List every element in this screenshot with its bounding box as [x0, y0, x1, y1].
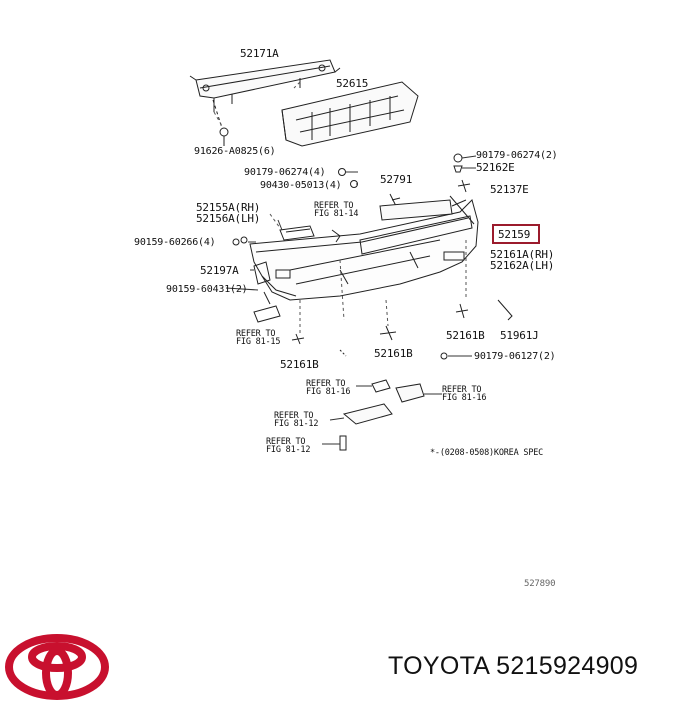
part-number-52159-highlighted: 52159	[498, 228, 531, 241]
refer-fig-81-15-line2: FIG 81-15	[236, 337, 281, 347]
part-number-90159-60431: 90159-60431(2)	[166, 284, 248, 295]
bolt-91626-part	[219, 127, 229, 146]
label-leaders	[225, 155, 477, 445]
screw-parts-left	[232, 229, 341, 246]
part-number-52161b-center: 52161B	[374, 347, 413, 360]
part-number-52791: 52791	[380, 173, 413, 186]
refer-fig-81-12-upper-line1: REFER TO	[274, 411, 314, 421]
bumper-cover-part	[249, 195, 479, 301]
catalog-code: 527890	[524, 579, 556, 589]
part-number-52161b-left: 52161B	[280, 358, 319, 371]
part-number-52155a: 52155A(RH)	[196, 201, 261, 214]
product-title: TOYOTA 5215924909	[388, 652, 639, 680]
side-spacer-part	[279, 225, 315, 241]
refer-fig-81-12-upper-line2: FIG 81-12	[274, 419, 319, 429]
refer-fig-81-16-right-line1: REFER TO	[442, 385, 482, 395]
refer-fig-81-16-left-line1: REFER TO	[306, 379, 346, 389]
refer-fig-81-14-line2: FIG 81-14	[314, 209, 359, 219]
part-number-51961j: 51961J	[500, 329, 539, 342]
part-number-90179-06127: 90179-06127(2)	[474, 351, 556, 362]
reflector-lamp-parts	[339, 379, 425, 451]
refer-fig-81-16-right-line2: FIG 81-16	[442, 393, 487, 403]
refer-fig-81-12-lower-line1: REFER TO	[266, 437, 306, 447]
energy-absorber-part	[281, 81, 419, 147]
refer-fig-81-12-lower-line2: FIG 81-12	[266, 445, 311, 455]
part-number-52137e: 52137E	[490, 183, 529, 196]
part-number-90179-left: 90179-06274(4)	[244, 167, 326, 178]
part-number-52161b-right: 52161B	[446, 329, 485, 342]
toyota-logo-icon	[5, 634, 109, 700]
part-number-52162e: 52162E	[476, 161, 515, 174]
part-number-52156a: 52156A(LH)	[196, 212, 261, 225]
part-number-52197a: 52197A	[200, 264, 239, 277]
part-number-52161a: 52161A(RH)	[490, 248, 555, 261]
part-number-90430: 90430-05013(4)	[260, 180, 342, 191]
part-number-90179-right: 90179-06274(2)	[476, 150, 558, 161]
highlighted-part-frame	[492, 224, 540, 244]
retainer-parts-right	[453, 153, 471, 193]
leader-lines	[213, 81, 467, 334]
refer-fig-81-14-line1: REFER TO	[314, 201, 354, 211]
part-number-52171a: 52171A	[240, 47, 279, 60]
refer-fig-81-15-line1: REFER TO	[236, 329, 276, 339]
part-number-52162a: 52162A(LH)	[490, 259, 555, 272]
part-number-52615: 52615	[336, 77, 369, 90]
spec-note: *-(0208-0508)KOREA SPEC	[430, 448, 544, 458]
part-number-91626: 91626-A0825(6)	[194, 146, 276, 157]
bracket-part	[253, 261, 271, 305]
refer-fig-81-16-left-line2: FIG 81-16	[306, 387, 351, 397]
lower-retainer-parts	[253, 299, 513, 360]
part-number-90159-60266: 90159-60266(4)	[134, 237, 216, 248]
